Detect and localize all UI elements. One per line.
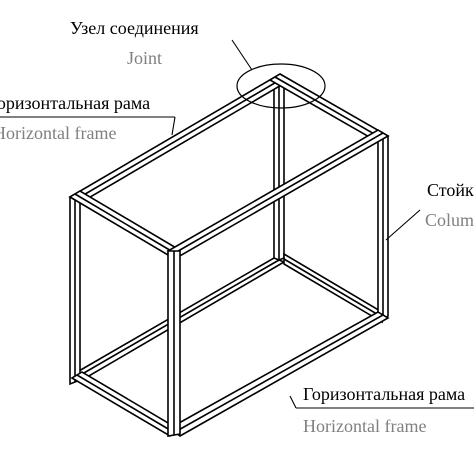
column-leader-line (385, 209, 421, 241)
joint-label-en: Joint (127, 48, 162, 68)
joint-leader-line (231, 39, 253, 71)
box-frame (68, 73, 390, 437)
bottom-frame-label-ru: Горизонтальная рама (303, 384, 465, 404)
column-label-en: Column (425, 210, 474, 230)
bottom-beam-front-left (70, 371, 182, 437)
column-left (69, 191, 81, 386)
joint-label-ru: Узел соединения (70, 18, 199, 38)
bottom-frame-label-en: Horizontal frame (303, 416, 426, 436)
joint-highlight-ellipse (236, 63, 326, 109)
top-frame-label-en: Horizontal frame (0, 123, 116, 143)
bottom-beam-back-right (283, 252, 383, 324)
column-right (377, 135, 389, 324)
bottom-frame-leader-pointer (289, 395, 297, 409)
column-label-ru: Стойка (427, 180, 474, 200)
top-beam-front-left (68, 190, 180, 256)
column-front (167, 250, 181, 437)
top-frame-label-ru: Горизонтальная рама (0, 93, 150, 113)
top-frame-leader-pointer (171, 116, 176, 136)
